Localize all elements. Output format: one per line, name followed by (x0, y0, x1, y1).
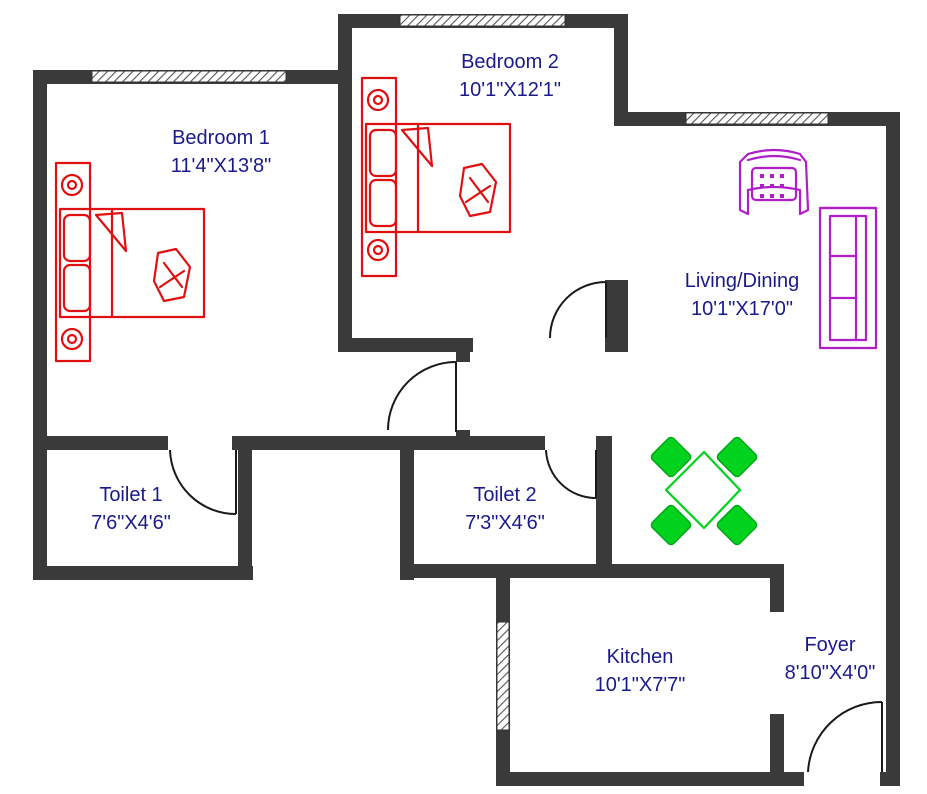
wall-toilet1-right (238, 436, 252, 580)
door-swing-icon (549, 281, 607, 339)
room-labels: Bedroom 1 11'4"X13'8" Bedroom 2 10'1"X12… (91, 51, 875, 696)
door-swing-icon (545, 449, 597, 500)
window-hatch-icon (91, 70, 287, 83)
window-hatch-icon (496, 621, 510, 731)
room-size-bedroom2: 10'1"X12'1" (459, 79, 561, 101)
windows (91, 14, 829, 731)
doors (169, 281, 883, 773)
wall-toilets-top-right (456, 430, 470, 440)
wall-stub-vertical (456, 338, 470, 362)
wall-toilet1-left (33, 436, 47, 580)
room-name-kitchen: Kitchen (607, 646, 674, 668)
wall-toilet1-bottom (33, 566, 253, 580)
room-size-foyer: 8'10"X4'0" (785, 662, 876, 684)
room-size-toilet1: 7'6"X4'6" (91, 512, 171, 534)
door-swing-icon (387, 361, 457, 432)
door-swing-icon (807, 700, 883, 773)
dining-table-icon (650, 436, 758, 546)
wall-kitchen-right-bottom (770, 714, 784, 784)
armchair-icon (738, 148, 810, 216)
wall-outer-right (886, 112, 900, 784)
room-name-living: Living/Dining (685, 270, 800, 292)
wall-bedroom2-bottom-right (607, 338, 628, 352)
room-name-toilet2: Toilet 2 (473, 484, 536, 506)
window-hatch-icon (685, 112, 829, 125)
wall-toilets-top-left (33, 436, 168, 450)
wall-bedroom2-bottom (338, 338, 473, 352)
room-name-bedroom1: Bedroom 1 (172, 127, 270, 149)
walls (33, 14, 900, 786)
room-size-toilet2: 7'3"X4'6" (465, 512, 545, 534)
wall-bottom (496, 772, 804, 786)
window-hatch-icon (399, 14, 566, 27)
wall-bedroom2-left (338, 14, 352, 352)
room-size-bedroom1: 11'4"X13'8" (171, 155, 271, 177)
door-swing-icon (169, 449, 237, 515)
wall-bottom-right (880, 772, 900, 786)
room-size-living: 10'1"X17'0" (691, 298, 793, 320)
wall-toilet2-right (596, 436, 612, 578)
wall-toilet2-top-right (400, 436, 545, 450)
wall-kitchen-top (496, 564, 784, 578)
wall-bedroom2-right-top (614, 14, 628, 114)
room-name-bedroom2: Bedroom 2 (461, 51, 559, 73)
wall-kitchen-right-top (770, 564, 784, 612)
double-bed-icon (360, 76, 512, 278)
wall-bedroom2-right-bottom (605, 280, 628, 352)
room-size-kitchen: 10'1"X7'7" (595, 674, 686, 696)
room-name-toilet1: Toilet 1 (99, 484, 162, 506)
wall-toilet2-left (400, 436, 414, 580)
wall-bedroom1-left (33, 70, 47, 438)
sofa-icon (818, 206, 878, 350)
double-bed-icon (54, 161, 206, 363)
room-name-foyer: Foyer (804, 634, 855, 656)
